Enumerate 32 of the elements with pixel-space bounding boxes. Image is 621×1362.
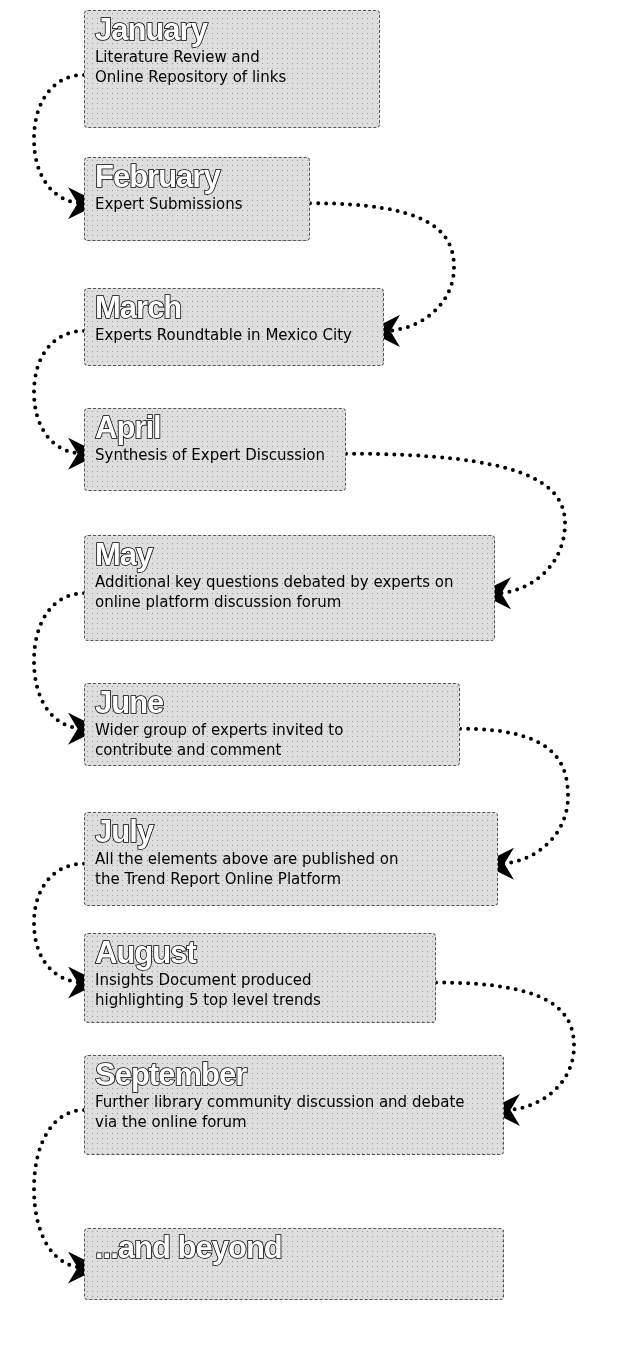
- step-description: Synthesis of Expert Discussion: [95, 445, 326, 465]
- dotted-arrow: [344, 451, 567, 609]
- month-heading: January: [95, 13, 207, 47]
- timeline-box: [84, 10, 380, 128]
- month-heading: July: [95, 815, 154, 849]
- step-description: Additional key questions debated by experts on online platform discussion forum: [95, 572, 455, 612]
- step-description: Experts Roundtable in Mexico City: [95, 325, 353, 345]
- timeline-box: [84, 157, 310, 241]
- month-heading: February: [95, 160, 220, 194]
- month-heading: August: [95, 936, 196, 970]
- timeline-box: [84, 933, 436, 1023]
- timeline-box: [84, 535, 495, 641]
- step-description: All the elements above are published on the Trend Report Online Platform: [95, 849, 400, 889]
- step-description: Wider group of experts invited to contribute and comment: [95, 720, 345, 760]
- month-heading: June: [95, 686, 164, 720]
- timeline-box: [84, 1055, 504, 1155]
- dotted-arrow: [434, 980, 576, 1125]
- month-heading: ...and beyond: [95, 1231, 282, 1265]
- step-description: Expert Submissions: [95, 194, 244, 214]
- timeline-box: [84, 812, 498, 906]
- month-heading: May: [95, 538, 153, 572]
- timeline-box: [84, 408, 346, 491]
- timeline-box: [84, 1228, 504, 1300]
- step-description: Literature Review and Online Repository of links: [95, 47, 288, 87]
- month-heading: April: [95, 411, 161, 445]
- month-heading: March: [95, 291, 182, 325]
- timeline-box: [84, 288, 384, 366]
- dotted-arrow: [458, 726, 570, 879]
- step-description: Further library community discussion and debate via the online forum: [95, 1092, 466, 1132]
- step-description: Insights Document produced highlighting 5 top level trends: [95, 970, 322, 1010]
- dotted-arrow: [308, 201, 456, 346]
- timeline-box: [84, 683, 460, 766]
